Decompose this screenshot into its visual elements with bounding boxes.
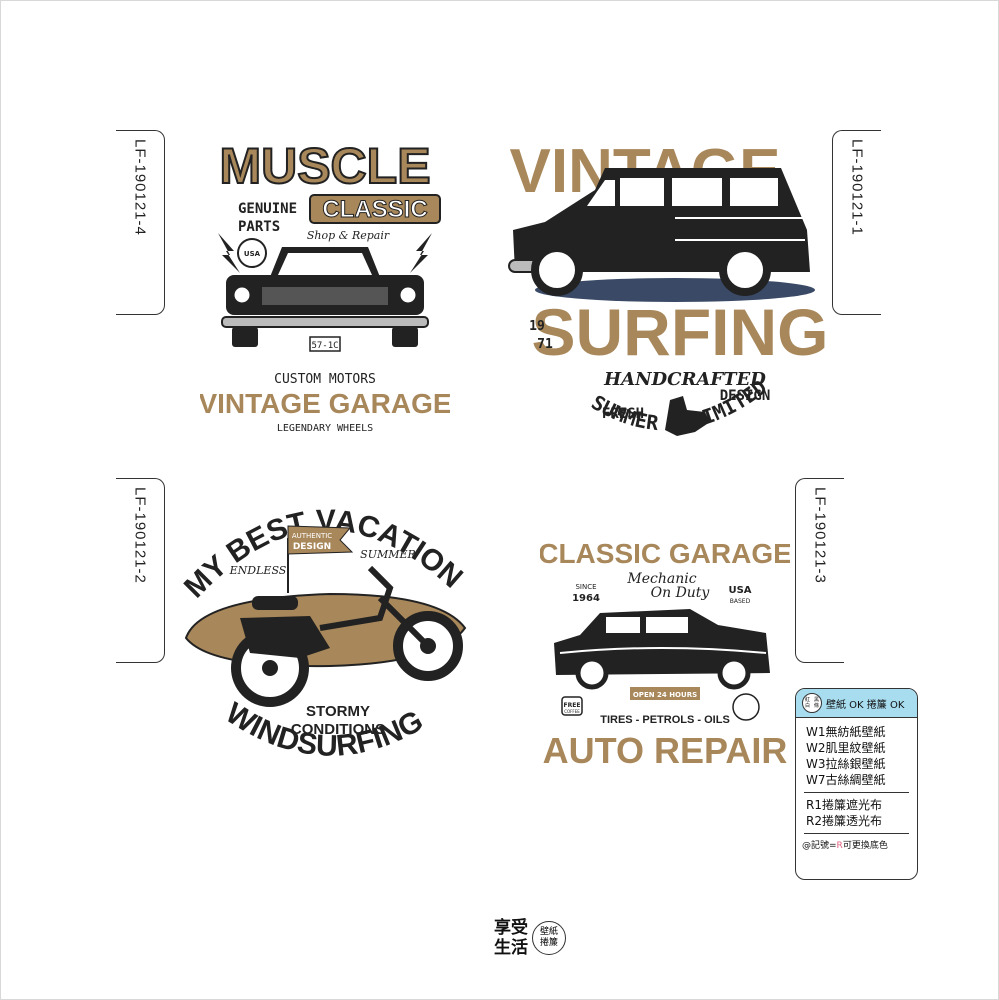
usa-badge-text: USA — [244, 250, 261, 258]
custom-motors-text: CUSTOM MOTORS — [274, 372, 376, 387]
handcrafted-text: HANDCRAFTED — [603, 369, 766, 390]
legend-divider — [804, 792, 909, 793]
brand-circle-line2: 捲簾 — [539, 938, 558, 948]
since-text: SINCE — [575, 583, 596, 591]
tires-petrols-oils-text: TIRES - PETROLS - OILS — [600, 714, 730, 726]
usa-badge — [237, 238, 267, 268]
classic-garage-title: CLASSIC GARAGE — [540, 538, 790, 569]
parts-text: PARTS — [238, 219, 280, 235]
best-vacation-design: MY BEST VACATION ENDLESS SUMMER AUTHENTI… — [180, 504, 469, 763]
note-suffix: 可更換底色 — [842, 841, 888, 851]
summer-text: SUMMER — [360, 548, 416, 561]
lightning-left-icon — [218, 233, 240, 273]
muscle-car-icon — [221, 247, 429, 347]
blind-r2: R2捲簾透光布 — [806, 814, 882, 828]
auto-repair-title: AUTO REPAIR — [543, 730, 788, 771]
tab-lf-190121-4: LF-190121-4 — [116, 130, 165, 315]
color-badge-icon: 紅白 黑條 — [802, 693, 822, 713]
coffee-text: COFFEE — [564, 709, 580, 714]
usa-text: USA — [728, 585, 751, 596]
repair-emblem-icon — [732, 693, 760, 721]
legend-note: @記號=R可更換底色 — [796, 838, 917, 851]
blind-r1: R1捲簾遮光布 — [806, 798, 882, 812]
brand-text: 享受 生活 — [494, 918, 528, 958]
on-duty-text: On Duty — [651, 585, 711, 601]
year-bottom: 71 — [537, 337, 553, 352]
note-mark: R — [836, 841, 843, 851]
vintage-garage-text: VINTAGE GARAGE — [200, 388, 450, 419]
flag-line1: AUTHENTIC — [292, 532, 332, 540]
legend-divider — [804, 833, 909, 834]
authentic-flag — [287, 525, 354, 555]
stormy-text: STORMY — [306, 703, 370, 720]
classic-sedan-icon — [554, 609, 770, 690]
conditions-text: CONDITIONS — [291, 721, 385, 738]
endless-text: ENDLESS — [229, 564, 287, 577]
legend-header-text: 壁紙 OK 捲簾 OK — [826, 699, 905, 711]
shaka-hand-icon — [665, 396, 710, 436]
brand-circle: 壁紙 捲簾 — [532, 921, 566, 955]
legendary-wheels-text: LEGENDARY WHEELS — [277, 423, 373, 434]
brand-circle-line1: 壁紙 — [539, 927, 558, 937]
wallpaper-w7: W7古絲綢壁紙 — [806, 773, 886, 787]
open-24-hours-text: OPEN 24 HOURS — [633, 691, 697, 699]
motorbike-icon — [231, 565, 463, 707]
lightning-right-icon — [410, 233, 432, 273]
brand-line1: 享受 — [494, 918, 528, 938]
note-prefix: @記號= — [802, 841, 837, 851]
classic-title: CLASSIC — [322, 196, 427, 223]
mechanic-text: Mechanic — [626, 571, 696, 587]
tab-label: LF-190121-3 — [811, 487, 829, 584]
tab-label: LF-190121-4 — [131, 139, 149, 236]
tab-lf-190121-1: LF-190121-1 — [832, 130, 881, 315]
muscle-title: MUSCLE — [219, 138, 430, 194]
legend-header: 紅白 黑條 壁紙 OK 捲簾 OK — [796, 689, 917, 718]
fresh-text: FRESH — [602, 406, 644, 422]
coffee-cup-icon — [561, 696, 583, 716]
license-plate: 57-1C — [311, 341, 338, 351]
shop-repair-text: Shop & Repair — [307, 229, 390, 242]
muscle-classic-design: MUSCLE GENUINE PARTS CLASSIC Shop & Repa… — [200, 137, 450, 434]
year-top: 19 — [529, 319, 545, 334]
tab-label: LF-190121-1 — [848, 139, 866, 236]
vintage-surfing-design: VINTAGE SURFING 19 71 HANDCRAFTED FRESH … — [508, 137, 829, 436]
tab-lf-190121-2: LF-190121-2 — [116, 478, 165, 663]
wallpaper-w1: W1無紡紙壁紙 — [806, 725, 886, 739]
vacation-title: MY BEST VACATION — [180, 504, 469, 604]
since-year: 1964 — [572, 593, 600, 604]
genuine-text: GENUINE — [238, 201, 297, 217]
station-wagon-icon — [508, 168, 810, 296]
based-text: BASED — [730, 598, 751, 605]
wallpaper-w2: W2肌里紋壁紙 — [806, 741, 886, 755]
tab-label: LF-190121-2 — [131, 487, 149, 584]
badge-line2: 黑條 — [813, 697, 819, 709]
classic-garage-design: CLASSIC GARAGE Mechanic On Duty SINCE 19… — [540, 538, 790, 771]
design-text: DESIGN — [720, 388, 771, 404]
free-text: FREE — [564, 702, 581, 709]
surfing-title: SURFING — [532, 295, 829, 369]
wallpaper-w3: W3拉絲銀壁紙 — [806, 757, 886, 771]
brand-logo: 享受 生活 壁紙 捲簾 — [494, 918, 566, 958]
tab-lf-190121-3: LF-190121-3 — [795, 478, 844, 663]
material-legend: 紅白 黑條 壁紙 OK 捲簾 OK W1無紡紙壁紙 W2肌里紋壁紙 W3拉絲銀壁… — [795, 688, 918, 880]
brand-line2: 生活 — [494, 938, 528, 958]
badge-line1: 紅白 — [804, 697, 810, 709]
flag-line2: DESIGN — [293, 542, 331, 552]
